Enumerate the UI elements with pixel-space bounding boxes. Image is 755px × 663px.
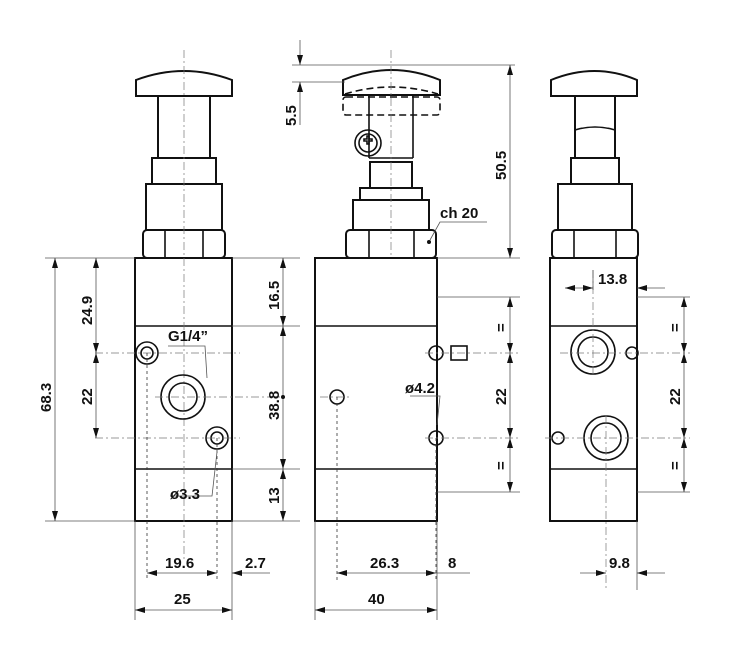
label-13-8: 13.8 [598,271,627,288]
dimensions [45,40,690,620]
label-eq: = [667,323,684,332]
label-25: 25 [174,591,191,608]
label-24-9: 24.9 [79,296,96,325]
left-view [95,50,285,580]
label-eq: = [667,461,684,470]
label-g14: G1/4” [168,328,208,345]
label-22-mid: 22 [493,388,510,405]
middle-view [314,50,520,580]
label-eq: = [493,323,510,332]
valve-body [549,257,638,522]
label-9-8: 9.8 [609,555,630,572]
label-40: 40 [368,591,385,608]
label-2-7: 2.7 [245,555,266,572]
label-22-right: 22 [667,388,684,405]
label-d33: ø3.3 [170,486,200,503]
label-eq: = [493,461,510,470]
label-22-left: 22 [79,388,96,405]
label-68-3: 68.3 [38,383,55,412]
label-50-5: 50.5 [493,151,510,180]
label-5-5: 5.5 [283,105,300,126]
label-16-5: 16.5 [266,281,283,310]
label-8: 8 [448,555,456,572]
right-view [545,70,690,590]
dimension-labels: 5.5 50.5 ch 20 G1/4” ø3.3 ø4.2 24.9 22 6… [38,105,684,608]
hex-nut [551,229,639,259]
label-26-3: 26.3 [370,555,399,572]
knob [550,70,638,97]
valve-body [134,257,233,522]
label-d42: ø4.2 [405,380,435,397]
label-38-8: 38.8 [266,391,283,420]
label-19-6: 19.6 [165,555,194,572]
lock-screw [354,129,382,157]
mount-hole [135,341,159,365]
label-13: 13 [266,487,283,504]
label-ch20: ch 20 [440,205,478,222]
